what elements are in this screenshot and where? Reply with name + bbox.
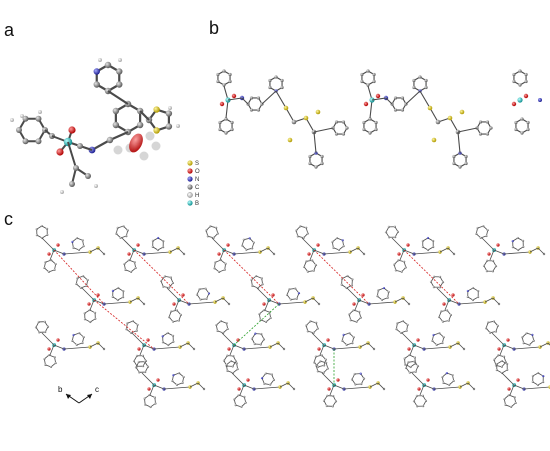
svg-text:S: S [195, 161, 199, 167]
panel-label-a: a [4, 20, 15, 40]
legend-item-h: H [187, 192, 199, 199]
axis-label-c: c [95, 385, 99, 394]
svg-text:B: B [195, 201, 199, 207]
svg-text:O: O [195, 169, 200, 175]
legend-item-s: S [187, 160, 199, 167]
panel-a-molecule [10, 58, 180, 194]
legend-item-n: N [187, 176, 199, 183]
panel-label-c: c [4, 209, 13, 229]
svg-text:C: C [195, 185, 200, 191]
svg-text:N: N [195, 177, 199, 183]
panel-b-chain [216, 69, 542, 169]
panel-label-b: b [209, 18, 219, 38]
axis-indicator: b c [58, 385, 99, 404]
legend-item-b: B [187, 200, 199, 207]
legend-item-o: O [187, 168, 200, 175]
svg-text:H: H [195, 193, 199, 199]
legend-item-c: C [187, 184, 200, 191]
axis-label-b: b [58, 385, 63, 394]
atom-legend: S O N C H B [187, 160, 200, 207]
panel-c-packing [34, 224, 550, 409]
